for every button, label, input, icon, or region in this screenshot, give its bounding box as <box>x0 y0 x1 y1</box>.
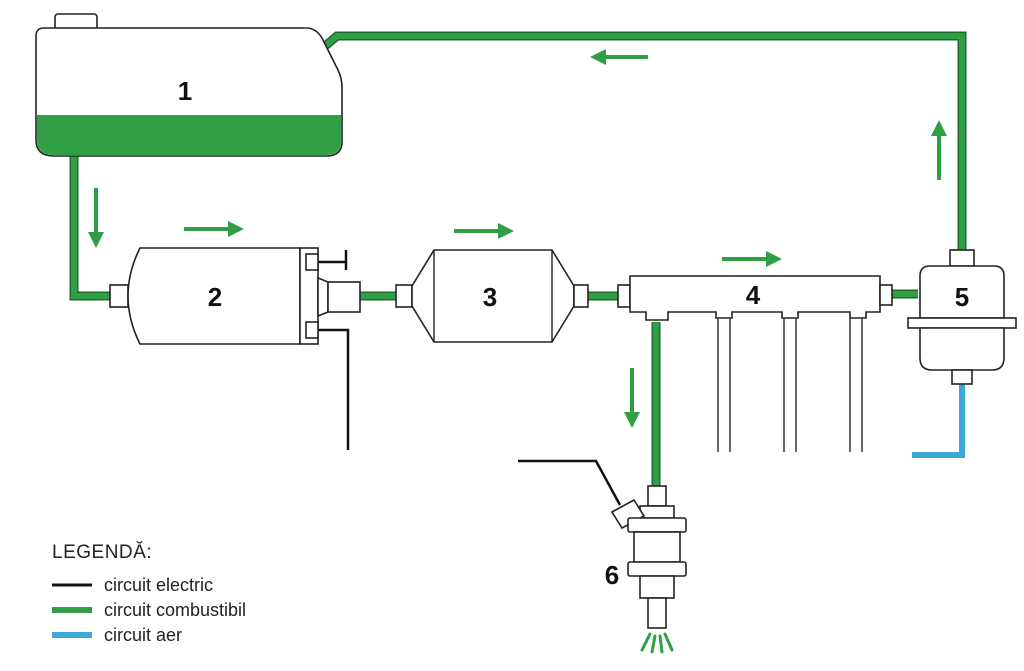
regulator-lower-body <box>919 327 1005 371</box>
pump-outlet-fitting <box>327 281 361 313</box>
arrow-up-return <box>931 120 947 180</box>
rail-outlet-fitting <box>879 284 893 306</box>
pump-outlet-cone <box>317 276 329 318</box>
legend-title: LEGENDĂ: <box>52 542 152 563</box>
pump-electric-top <box>316 250 348 270</box>
tank-number: 1 <box>178 76 192 106</box>
arrow-right-filter <box>454 223 514 239</box>
injector-nozzle <box>647 597 667 629</box>
arrow-right-rail <box>722 251 782 267</box>
fuel-lines <box>69 31 967 488</box>
fuel-pump: 2 <box>109 247 361 345</box>
electric-lines <box>316 250 622 506</box>
fuel-rail: 4 <box>617 275 893 452</box>
legend-label-electric: circuit electric <box>104 575 213 595</box>
pump-inlet-fitting <box>109 284 129 308</box>
arrow-right-pump <box>184 221 244 237</box>
arrow-down-injector <box>624 368 640 428</box>
fuel-injector: 6 <box>605 485 687 654</box>
regulator-top-fitting <box>949 249 975 267</box>
rail-body <box>629 275 881 321</box>
injector-ring-1 <box>627 517 687 533</box>
pressure-regulator: 5 <box>907 249 1017 385</box>
flow-arrows <box>88 49 947 428</box>
regulator-bottom-fitting <box>951 369 973 385</box>
rail-number: 4 <box>746 280 761 310</box>
injector-base <box>639 575 675 599</box>
legend-label-fuel: circuit combustibil <box>104 600 246 620</box>
pump-number: 2 <box>208 282 222 312</box>
pump-terminal-bottom <box>305 321 319 339</box>
legend-item-fuel: circuit combustibil <box>52 600 246 620</box>
legend: LEGENDĂ: circuit electric circuit combus… <box>52 542 246 645</box>
tank-to-pump-line-inner <box>71 155 110 299</box>
regulator-flange <box>907 317 1017 329</box>
regulator-number: 5 <box>955 282 969 312</box>
filter-number: 3 <box>483 282 497 312</box>
injector-electric-line <box>518 459 622 506</box>
injector-body <box>633 531 681 563</box>
filter-outlet-fitting <box>573 284 589 308</box>
injector-connector <box>610 498 646 530</box>
return-line-inner <box>316 33 965 252</box>
filter-inlet-fitting <box>395 284 413 308</box>
arrow-down-tank <box>88 188 104 248</box>
pump-terminal-top <box>305 253 319 271</box>
pump-electric-bottom <box>316 328 350 450</box>
arrow-left-return <box>590 49 648 65</box>
pump-body <box>127 247 301 345</box>
rail-tube-2 <box>783 318 797 452</box>
legend-item-electric: circuit electric <box>52 575 213 595</box>
tank-fuel-level <box>37 115 341 155</box>
return-line <box>315 31 967 252</box>
tank-cap <box>54 13 98 30</box>
injector-collar <box>639 505 675 519</box>
air-line <box>912 382 965 458</box>
injector-ring-2 <box>627 561 687 577</box>
tank-to-pump-line <box>69 155 110 301</box>
fuel-filter: 3 <box>395 249 589 343</box>
fuel-tank: 1 <box>35 13 343 157</box>
rail-tube-1 <box>717 318 731 452</box>
injector-spray <box>640 632 674 654</box>
legend-label-air: circuit aer <box>104 625 182 645</box>
rail-inlet-fitting <box>617 284 631 308</box>
injector-number: 6 <box>605 560 619 590</box>
injector-top <box>647 485 667 507</box>
legend-item-air: circuit aer <box>52 625 182 645</box>
rail-tube-3 <box>849 318 863 452</box>
